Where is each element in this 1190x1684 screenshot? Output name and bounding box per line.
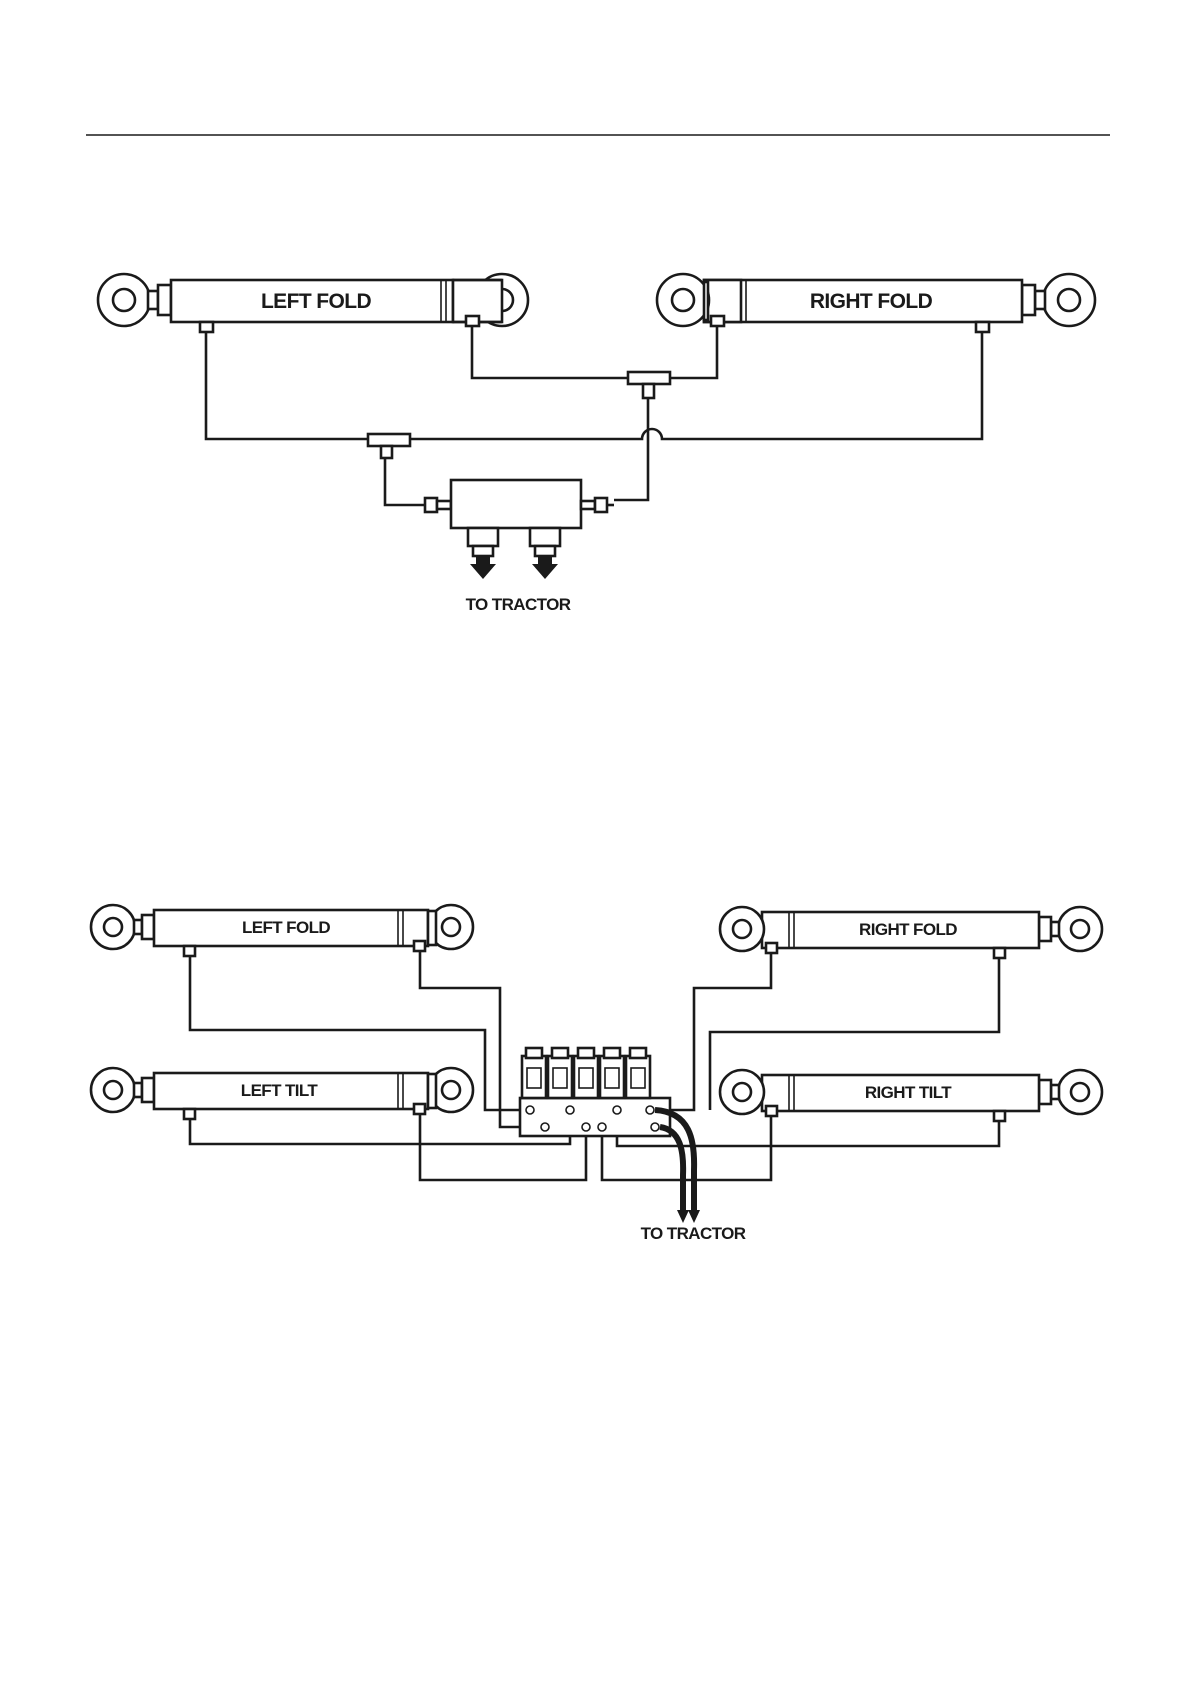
label-right-fold-2: RIGHT FOLD [859, 920, 957, 939]
tee-fitting-lower [368, 434, 410, 458]
diagram-fold-circuit: LEFT FOLD RIGHT FOLD TO TRACTOR [98, 274, 1095, 614]
valve-block [425, 480, 614, 579]
label-to-tractor-1: TO TRACTOR [466, 595, 571, 614]
label-right-fold: RIGHT FOLD [810, 290, 933, 313]
hose-left-base [206, 332, 373, 439]
hose-left-rod [472, 326, 632, 378]
five-section-valve [520, 1048, 670, 1136]
tractor-hose-2 [660, 1127, 683, 1210]
hose-tee1-valve [614, 396, 648, 500]
tee-fitting-upper [628, 372, 670, 398]
label-left-tilt: LEFT TILT [241, 1081, 319, 1100]
valve-spools [522, 1048, 650, 1098]
label-left-fold-2: LEFT FOLD [242, 918, 330, 937]
hose-right-base [397, 332, 982, 439]
label-right-tilt: RIGHT TILT [865, 1083, 952, 1102]
diagram-fold-tilt-circuit: LEFT FOLD RIGHT FOLD LEFT TILT RIGHT TIL… [91, 905, 1102, 1243]
label-to-tractor-2: TO TRACTOR [641, 1224, 746, 1243]
label-left-fold: LEFT FOLD [261, 290, 372, 313]
hose-tee2-valve [385, 455, 425, 505]
hose-right-rod [670, 326, 717, 378]
